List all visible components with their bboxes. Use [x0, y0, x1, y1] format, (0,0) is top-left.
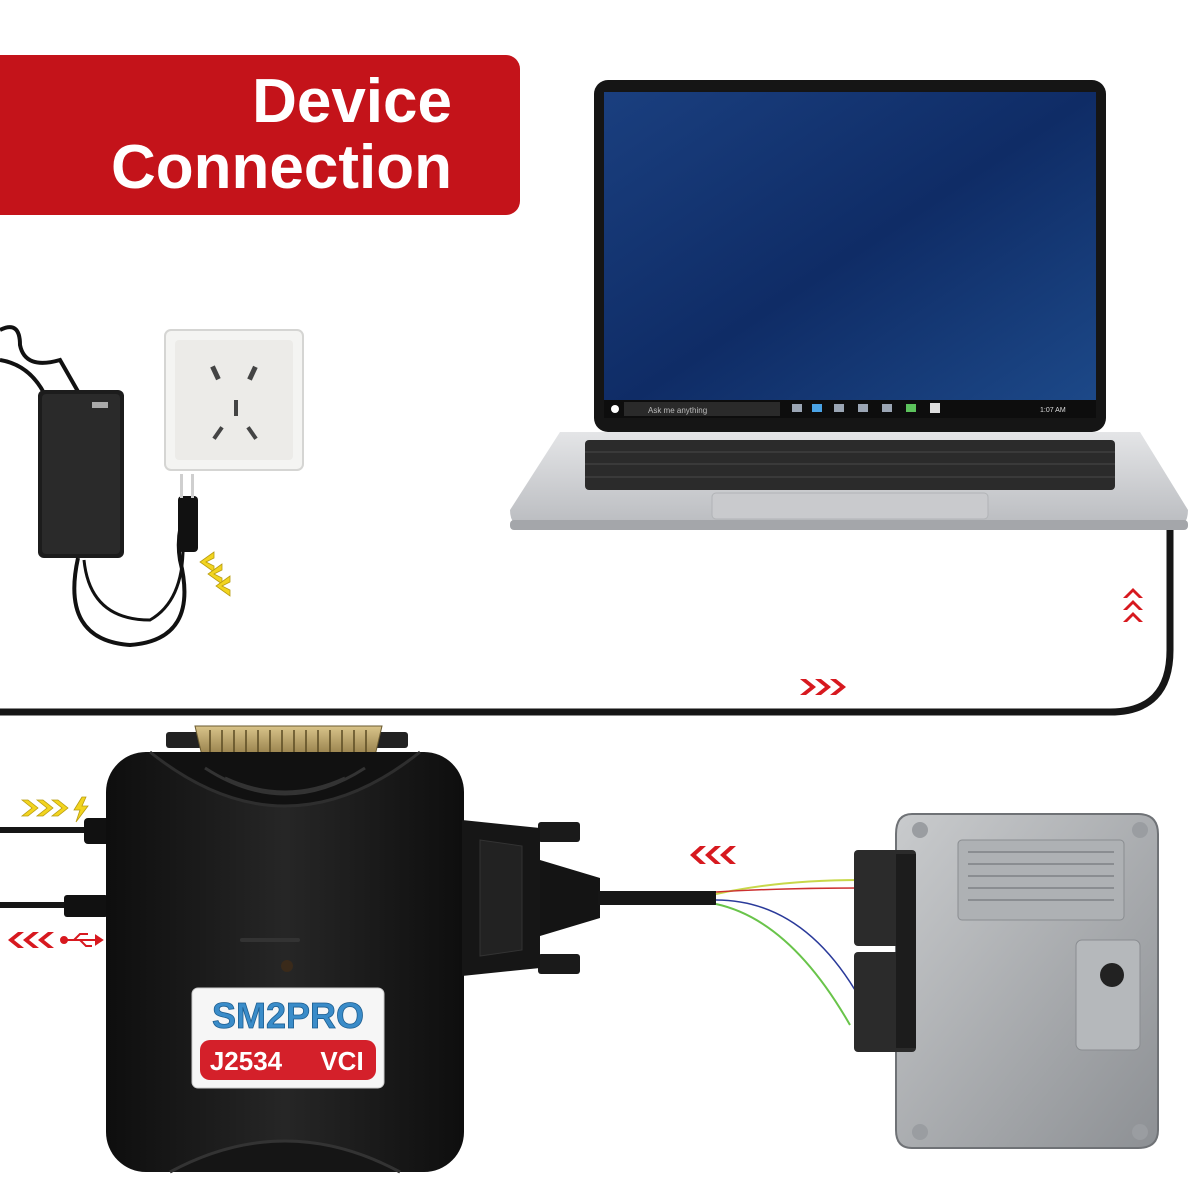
taskbar-clock: 1:07 AM	[1040, 407, 1066, 414]
power-adapter-icon	[0, 325, 198, 648]
banner-line-1: Device	[252, 67, 452, 136]
title-banner: Device Connection	[0, 55, 520, 215]
arrow-left-icon	[8, 932, 54, 948]
wall-socket-icon	[164, 329, 304, 471]
device-model-left: J2534	[210, 1046, 283, 1076]
laptop-screen	[604, 92, 1096, 418]
device-model-right: VCI	[320, 1046, 363, 1076]
device-brand: SM2PRO	[212, 995, 364, 1036]
ecu-module-icon	[854, 813, 1159, 1149]
arrow-yellow-icon-2	[20, 799, 69, 817]
lightning-icon	[73, 796, 89, 823]
arrow-right-icon	[800, 679, 846, 695]
arrow-left-icon-2	[690, 846, 736, 864]
arrow-up-icon	[1123, 588, 1143, 622]
laptop-trackpad	[711, 492, 989, 520]
taskbar-search: Ask me anything	[648, 406, 707, 415]
arrow-yellow-icon	[199, 551, 231, 597]
usb-icon	[60, 933, 104, 947]
laptop-keyboard	[585, 440, 1115, 490]
sm2pro-device: SM2PRO J2534 VCI	[106, 750, 464, 1174]
usb-cable	[0, 516, 1174, 716]
banner-title: Device Connection	[111, 69, 452, 201]
db-cable-connector	[462, 820, 600, 976]
banner-line-2: Connection	[111, 133, 452, 202]
laptop-icon: Ask me anything 1:07 AM	[510, 80, 1188, 530]
db25-connector	[166, 725, 408, 761]
usb-plug	[64, 895, 108, 917]
